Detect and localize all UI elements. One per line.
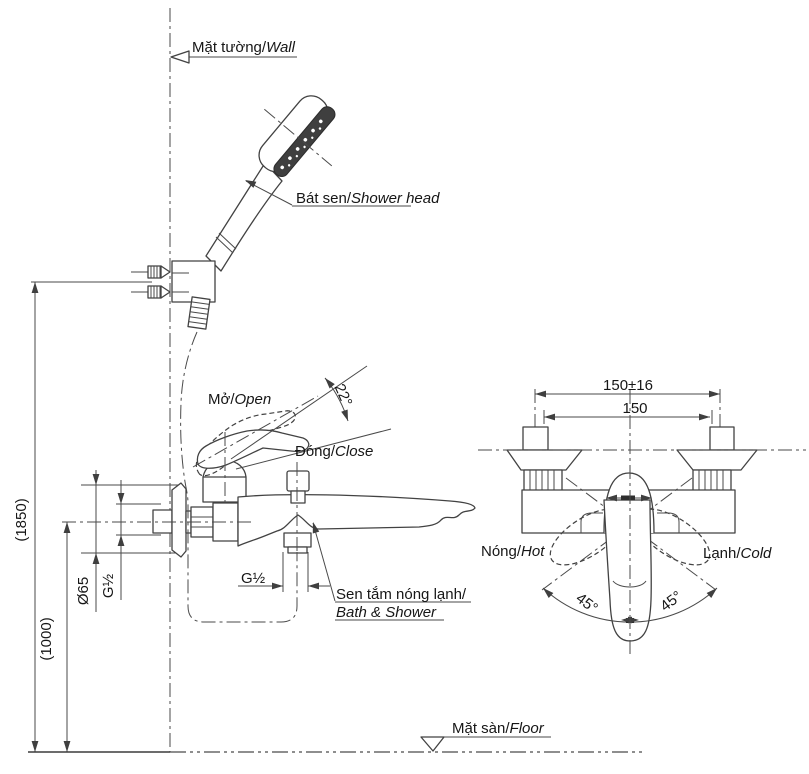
spray-nozzles — [280, 119, 323, 170]
mixer-side-view — [62, 395, 476, 558]
handle-mark — [621, 495, 635, 501]
open-axis-centerline — [192, 395, 319, 468]
screw-icon — [147, 285, 171, 299]
hose-connector — [187, 296, 211, 330]
shower-head-text: Bát sen/Shower head — [296, 190, 440, 207]
dimension-1850: (1850) — [13, 281, 152, 752]
diverter-stem — [290, 490, 306, 504]
handle-collar — [215, 232, 237, 254]
floor-label: Mặt sàn/Floor — [452, 720, 545, 737]
wall-label: Mặt tường/Wall — [170, 39, 297, 64]
dimension-flange: Ø65 — [75, 470, 181, 612]
wall-text: Mặt tường/Wall — [192, 39, 296, 56]
dim-150-text: 150 — [622, 400, 647, 417]
screw-icon — [147, 265, 171, 279]
shower-handle — [205, 162, 283, 272]
floor-line: Mặt sàn/Floor — [28, 720, 646, 753]
dim-150-16-text: 150±16 — [603, 377, 653, 394]
wall-arrow-icon — [170, 50, 190, 64]
lever-closed — [196, 429, 310, 469]
dimension-1000: (1000) — [38, 522, 71, 752]
dim-45-left-text: 45° — [573, 590, 601, 617]
diverter-knob — [286, 470, 310, 492]
close-label: Đóng/Close — [295, 443, 373, 460]
hose-centerline — [180, 331, 298, 623]
dim-1000-text: (1000) — [38, 617, 55, 660]
dim-g12-left-text: G½ — [100, 573, 117, 598]
bath-shower-vi: Sen tắm nóng lạnh/ — [336, 586, 467, 603]
bath-shower-en: Bath & Shower — [336, 604, 437, 621]
dimension-outlet-thread: G½ — [238, 552, 330, 592]
hot-label: Nóng/Hot — [481, 543, 545, 560]
mixer-front-view: 150±16 150 45° 45° — [478, 377, 806, 658]
dim-22-text: 22° — [331, 381, 356, 409]
bath-shower-label: Sen tắm nóng lạnh/ Bath & Shower — [309, 521, 471, 621]
screw-axes — [131, 271, 148, 293]
handle-groove — [612, 580, 647, 588]
left-inlet — [522, 426, 549, 451]
bracket-slots — [172, 272, 189, 293]
dim-1850-text: (1850) — [13, 498, 30, 541]
escutcheon — [171, 482, 187, 558]
shower-head-label: Bát sen/Shower head — [243, 176, 440, 207]
right-eccentric — [676, 449, 758, 471]
wall-bracket — [171, 260, 216, 303]
dim-g12-bottom-text: G½ — [241, 570, 266, 587]
head-centerline — [264, 108, 333, 167]
floor-datum-icon — [420, 736, 445, 752]
dim-d65-text: Ø65 — [75, 577, 92, 605]
open-label: Mở/Open — [208, 391, 271, 408]
shower-head — [258, 95, 336, 178]
right-inlet — [709, 426, 735, 451]
dimension-inlet-thread: G½ — [100, 480, 161, 600]
left-eccentric — [506, 449, 583, 471]
spout — [237, 494, 476, 547]
cold-label: Lạnh/Cold — [703, 545, 772, 562]
